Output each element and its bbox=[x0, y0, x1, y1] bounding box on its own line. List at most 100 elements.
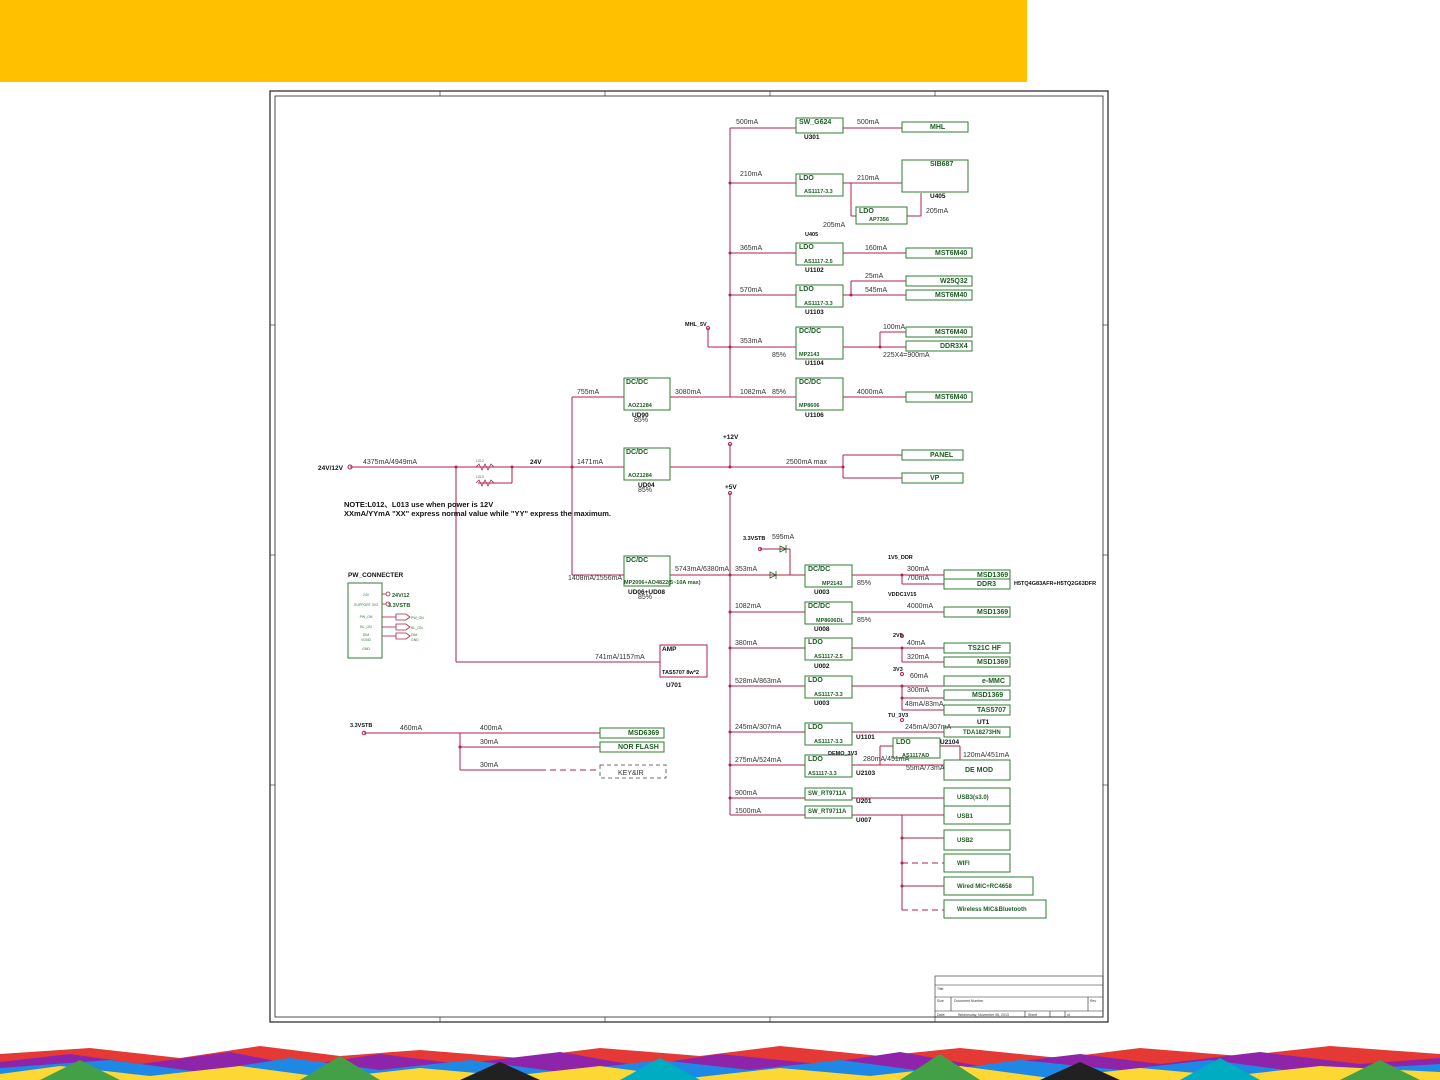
resistor-tag-l013: L013 bbox=[476, 475, 484, 479]
title-block-date: Date: bbox=[937, 1013, 945, 1017]
load-label: TDA18273HN bbox=[963, 730, 1001, 736]
block-ref: U003 bbox=[814, 589, 830, 596]
block-ref: UD06+UD08 bbox=[628, 589, 665, 596]
load-label: MSD6369 bbox=[628, 730, 659, 737]
note-line-1: NOTE:L012、L013 use when power is 12V bbox=[344, 500, 493, 509]
current-label: 3080mA bbox=[675, 389, 701, 396]
block-type: DC/DC bbox=[808, 603, 830, 610]
current-label: 210mA bbox=[857, 175, 880, 182]
block-part: AS1117-2.5 bbox=[814, 654, 843, 660]
connector-title: PW_CONNECTER bbox=[348, 572, 404, 579]
current-label: 205mA bbox=[926, 208, 949, 215]
current-label: 900mA bbox=[735, 790, 758, 797]
block-part: AOZ1284 bbox=[628, 473, 653, 479]
current-label: 500mA bbox=[736, 119, 759, 126]
load-label: DE MOD bbox=[965, 767, 993, 774]
efficiency-label: 85% bbox=[857, 617, 871, 624]
junctions bbox=[347, 181, 904, 888]
current-labels: 500mA 500mA 210mA 210mA 205mA 205mA 365m… bbox=[400, 119, 1010, 815]
efficiency-label: 85% bbox=[638, 487, 652, 494]
current-label: 225X4=900mA bbox=[883, 352, 930, 359]
amp-type: AMP bbox=[662, 646, 677, 653]
block-ref: U1101 bbox=[856, 734, 875, 741]
title-block-frame bbox=[934, 975, 1104, 1018]
load-label: USB3(s3.0) bbox=[957, 795, 989, 801]
block-part: MP2143 bbox=[822, 581, 843, 587]
efficiency-labels: 85% 85% 85% 85% 85% 85% 85% bbox=[634, 352, 871, 624]
current-label: 160mA bbox=[865, 245, 888, 252]
title-block-size: Size bbox=[937, 999, 944, 1003]
block-ref: U2104 bbox=[940, 739, 960, 746]
block-type: LDO bbox=[896, 739, 911, 746]
block-ref: UD90 bbox=[632, 412, 649, 419]
current-label: 5743mA/6380mA bbox=[675, 566, 729, 573]
current-label: 245mA/307mA bbox=[905, 724, 952, 731]
load-label: MHL bbox=[930, 124, 946, 131]
current-label: 353mA bbox=[735, 566, 758, 573]
efficiency-label: 85% bbox=[634, 417, 648, 424]
block-part: MP8606 bbox=[799, 403, 820, 409]
block-part: AS1117-3.3 bbox=[804, 301, 833, 307]
load-label: KEY&IR bbox=[618, 770, 644, 777]
title-block-rev: Rev bbox=[1090, 999, 1096, 1003]
block-ref: U1102 bbox=[805, 267, 824, 274]
load-label: H5TQ4G83AFR+H5TQ2G63DFR bbox=[1014, 581, 1096, 587]
title-block-doc-number: Document Number bbox=[954, 999, 984, 1003]
block-ref: U002 bbox=[814, 663, 830, 670]
block-ref: U1106 bbox=[805, 412, 824, 419]
amp-ref: U701 bbox=[666, 682, 682, 689]
efficiency-label: 85% bbox=[772, 389, 786, 396]
current-label: 55mA/73mA bbox=[906, 765, 945, 772]
amp-part: TAS5707 8w*2 bbox=[662, 670, 699, 676]
block-type: DC/DC bbox=[808, 566, 830, 573]
bus-24v-label: 24V bbox=[530, 459, 542, 466]
current-label: 2500mA max bbox=[786, 459, 827, 466]
net-1v5-ddr: 1V5_DDR bbox=[888, 555, 913, 561]
current-label: 380mA bbox=[735, 640, 758, 647]
load-label: USB2 bbox=[957, 838, 974, 844]
amp-block bbox=[659, 644, 708, 678]
current-label: 245mA/307mA bbox=[735, 724, 782, 731]
net-33vstb-lower: 3.3VSTB bbox=[350, 723, 372, 729]
block-ref: UD04 bbox=[638, 482, 655, 489]
connector-pin-4: BL_ON bbox=[360, 625, 372, 629]
load-label: WIFI bbox=[957, 861, 970, 867]
current-label: 741mA/1157mA bbox=[595, 654, 645, 661]
title-block-date-value: Wednesday, November 06, 2013 bbox=[958, 1013, 1009, 1017]
block-type: SW_G624 bbox=[799, 119, 831, 126]
current-label: 365mA bbox=[740, 245, 763, 252]
block-type: LDO bbox=[799, 244, 814, 251]
block-type: SW_RT9711A bbox=[808, 791, 847, 797]
net-demo-3v3: DEMO_3V3 bbox=[828, 751, 857, 757]
load-label: MST6M40 bbox=[935, 292, 967, 299]
load-boxes bbox=[347, 121, 1047, 919]
current-label: 275mA/524mA bbox=[735, 757, 782, 764]
block-part: MP2006+AO4822(5~10A max) bbox=[624, 580, 701, 586]
current-label: 1471mA bbox=[577, 459, 603, 466]
load-label: MSD1369 bbox=[977, 609, 1008, 616]
current-label: 700mA bbox=[907, 575, 930, 582]
block-part: MP2143 bbox=[799, 352, 820, 358]
connector-pin-3: PW_ON bbox=[360, 615, 373, 619]
current-label: 545mA bbox=[865, 287, 888, 294]
connector-net-gnd: GND bbox=[411, 638, 419, 642]
net-12v: +12V bbox=[723, 434, 739, 441]
load-label: SIB687 bbox=[930, 161, 953, 168]
current-label: 500mA bbox=[857, 119, 880, 126]
block-ref: U301 bbox=[804, 134, 820, 141]
net-2v5: 2V5 bbox=[893, 633, 903, 639]
diode-3v3stb bbox=[769, 545, 787, 579]
note-line-2: XXmA/YYmA "XX" express normal value whil… bbox=[344, 509, 611, 518]
load-label: Wireless MIC&Bluetooth bbox=[957, 907, 1027, 913]
block-type: LDO bbox=[808, 724, 823, 731]
current-label: 30mA bbox=[480, 739, 499, 746]
block-type: DC/DC bbox=[626, 379, 648, 386]
connector-net-bl-on: BL_ON bbox=[411, 626, 423, 630]
current-label: 300mA bbox=[907, 687, 930, 694]
title-block-title: Title bbox=[937, 987, 944, 991]
current-label: 320mA bbox=[907, 654, 930, 661]
block-type: LDO bbox=[808, 677, 823, 684]
connector-pin-2: SUPPORT 3V3 bbox=[354, 603, 378, 607]
load-label: U405 bbox=[930, 193, 946, 200]
current-label: 300mA bbox=[907, 566, 930, 573]
